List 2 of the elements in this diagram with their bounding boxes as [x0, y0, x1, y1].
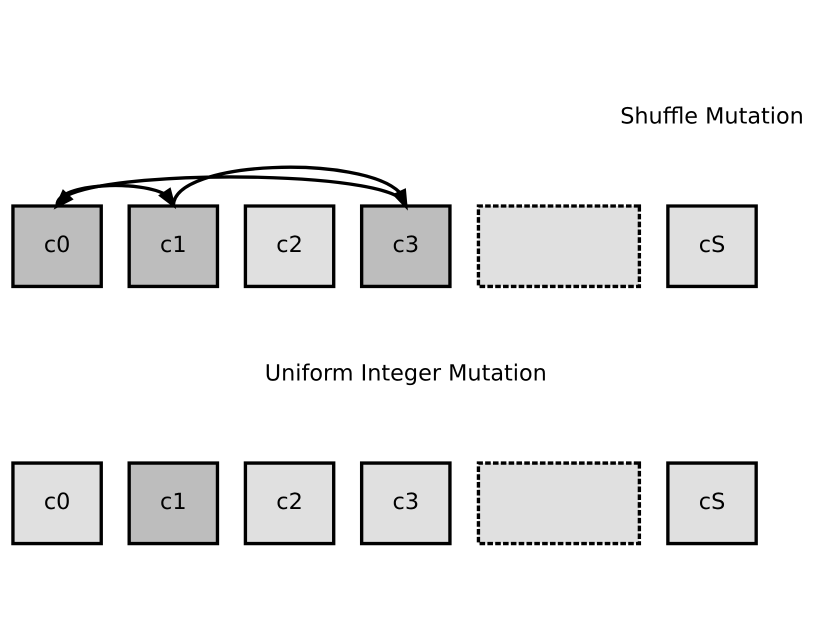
label: Uniform Integer Mutation [264, 360, 547, 386]
label: Shuffle Mutation [620, 103, 804, 130]
